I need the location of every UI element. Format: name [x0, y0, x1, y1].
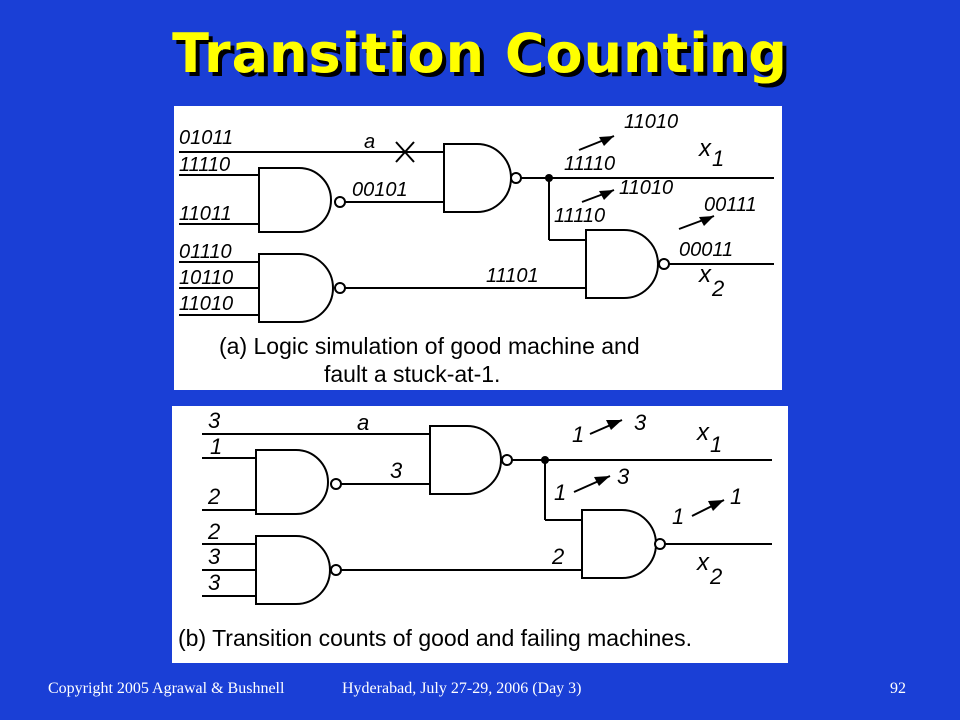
- x2-good-vector: 00011: [679, 239, 733, 261]
- net-n1-count: 3: [390, 458, 403, 483]
- branch-fault-count: 3: [617, 464, 630, 489]
- diagram-b-circuit: 3 1 2 2 3 3 a 3 1 3 1 3 2 1 1 x 1 x 2 (b…: [178, 408, 772, 651]
- input-a-count: 3: [208, 408, 221, 433]
- output-x1-label: x: [696, 419, 710, 446]
- output-x2-label: x: [696, 549, 710, 576]
- x2-fault-count: 1: [730, 484, 742, 509]
- input-d-count: 2: [207, 519, 220, 544]
- input-f-count: 3: [208, 570, 221, 595]
- output-x1-subscript: 1: [712, 146, 724, 171]
- footer-event: Hyderabad, July 27-29, 2006 (Day 3): [342, 680, 582, 697]
- branch-fault-vector: 11010: [619, 177, 673, 199]
- page-number: 92: [890, 680, 906, 697]
- diagram-a-caption-line2: fault a stuck-at-1.: [324, 361, 500, 387]
- net-a-label: a: [364, 131, 375, 153]
- input-c-vector: 11011: [179, 203, 232, 225]
- input-d-vector: 01110: [179, 241, 232, 263]
- input-b-vector: 11110: [179, 154, 230, 176]
- net-a-label: a: [357, 410, 369, 435]
- output-x2-label: x: [698, 261, 712, 288]
- input-b-count: 1: [210, 434, 222, 459]
- diagram-b-caption: (b) Transition counts of good and failin…: [178, 625, 692, 651]
- input-a-vector: 01011: [179, 127, 233, 149]
- input-c-count: 2: [207, 484, 220, 509]
- net-n2-vector: 11101: [486, 265, 539, 287]
- x1-good-vector: 11110: [564, 153, 615, 175]
- footer-copyright: Copyright 2005 Agrawal & Bushnell: [48, 680, 285, 697]
- output-x2-subscript: 2: [709, 564, 722, 589]
- diagram-a-circuit: 01011 11110 11011 01110 10110 11010 a 00…: [179, 111, 774, 387]
- x1-good-count: 1: [572, 422, 584, 447]
- branch-good-vector: 11110: [554, 205, 605, 227]
- input-e-vector: 10110: [179, 267, 233, 289]
- x1-fault-count: 3: [634, 410, 647, 435]
- branch-good-count: 1: [554, 480, 566, 505]
- net-n2-count: 2: [551, 544, 564, 569]
- x2-good-count: 1: [672, 504, 684, 529]
- output-x2-subscript: 2: [711, 276, 724, 301]
- x2-fault-vector: 00111: [704, 194, 757, 216]
- input-f-vector: 11010: [179, 293, 233, 315]
- diagram-a-caption-line1: (a) Logic simulation of good machine and: [219, 333, 640, 359]
- output-x1-subscript: 1: [710, 432, 722, 457]
- output-x1-label: x: [698, 135, 712, 162]
- input-e-count: 3: [208, 544, 221, 569]
- slide-title: Transition Counting: [172, 22, 788, 85]
- x1-fault-vector: 11010: [624, 111, 678, 133]
- diagram-b-panel: 3 1 2 2 3 3 a 3 1 3 1 3 2 1 1 x 1 x 2 (b…: [172, 406, 788, 663]
- diagram-a-panel: 01011 11110 11011 01110 10110 11010 a 00…: [174, 106, 782, 390]
- net-n1-vector: 00101: [352, 179, 408, 201]
